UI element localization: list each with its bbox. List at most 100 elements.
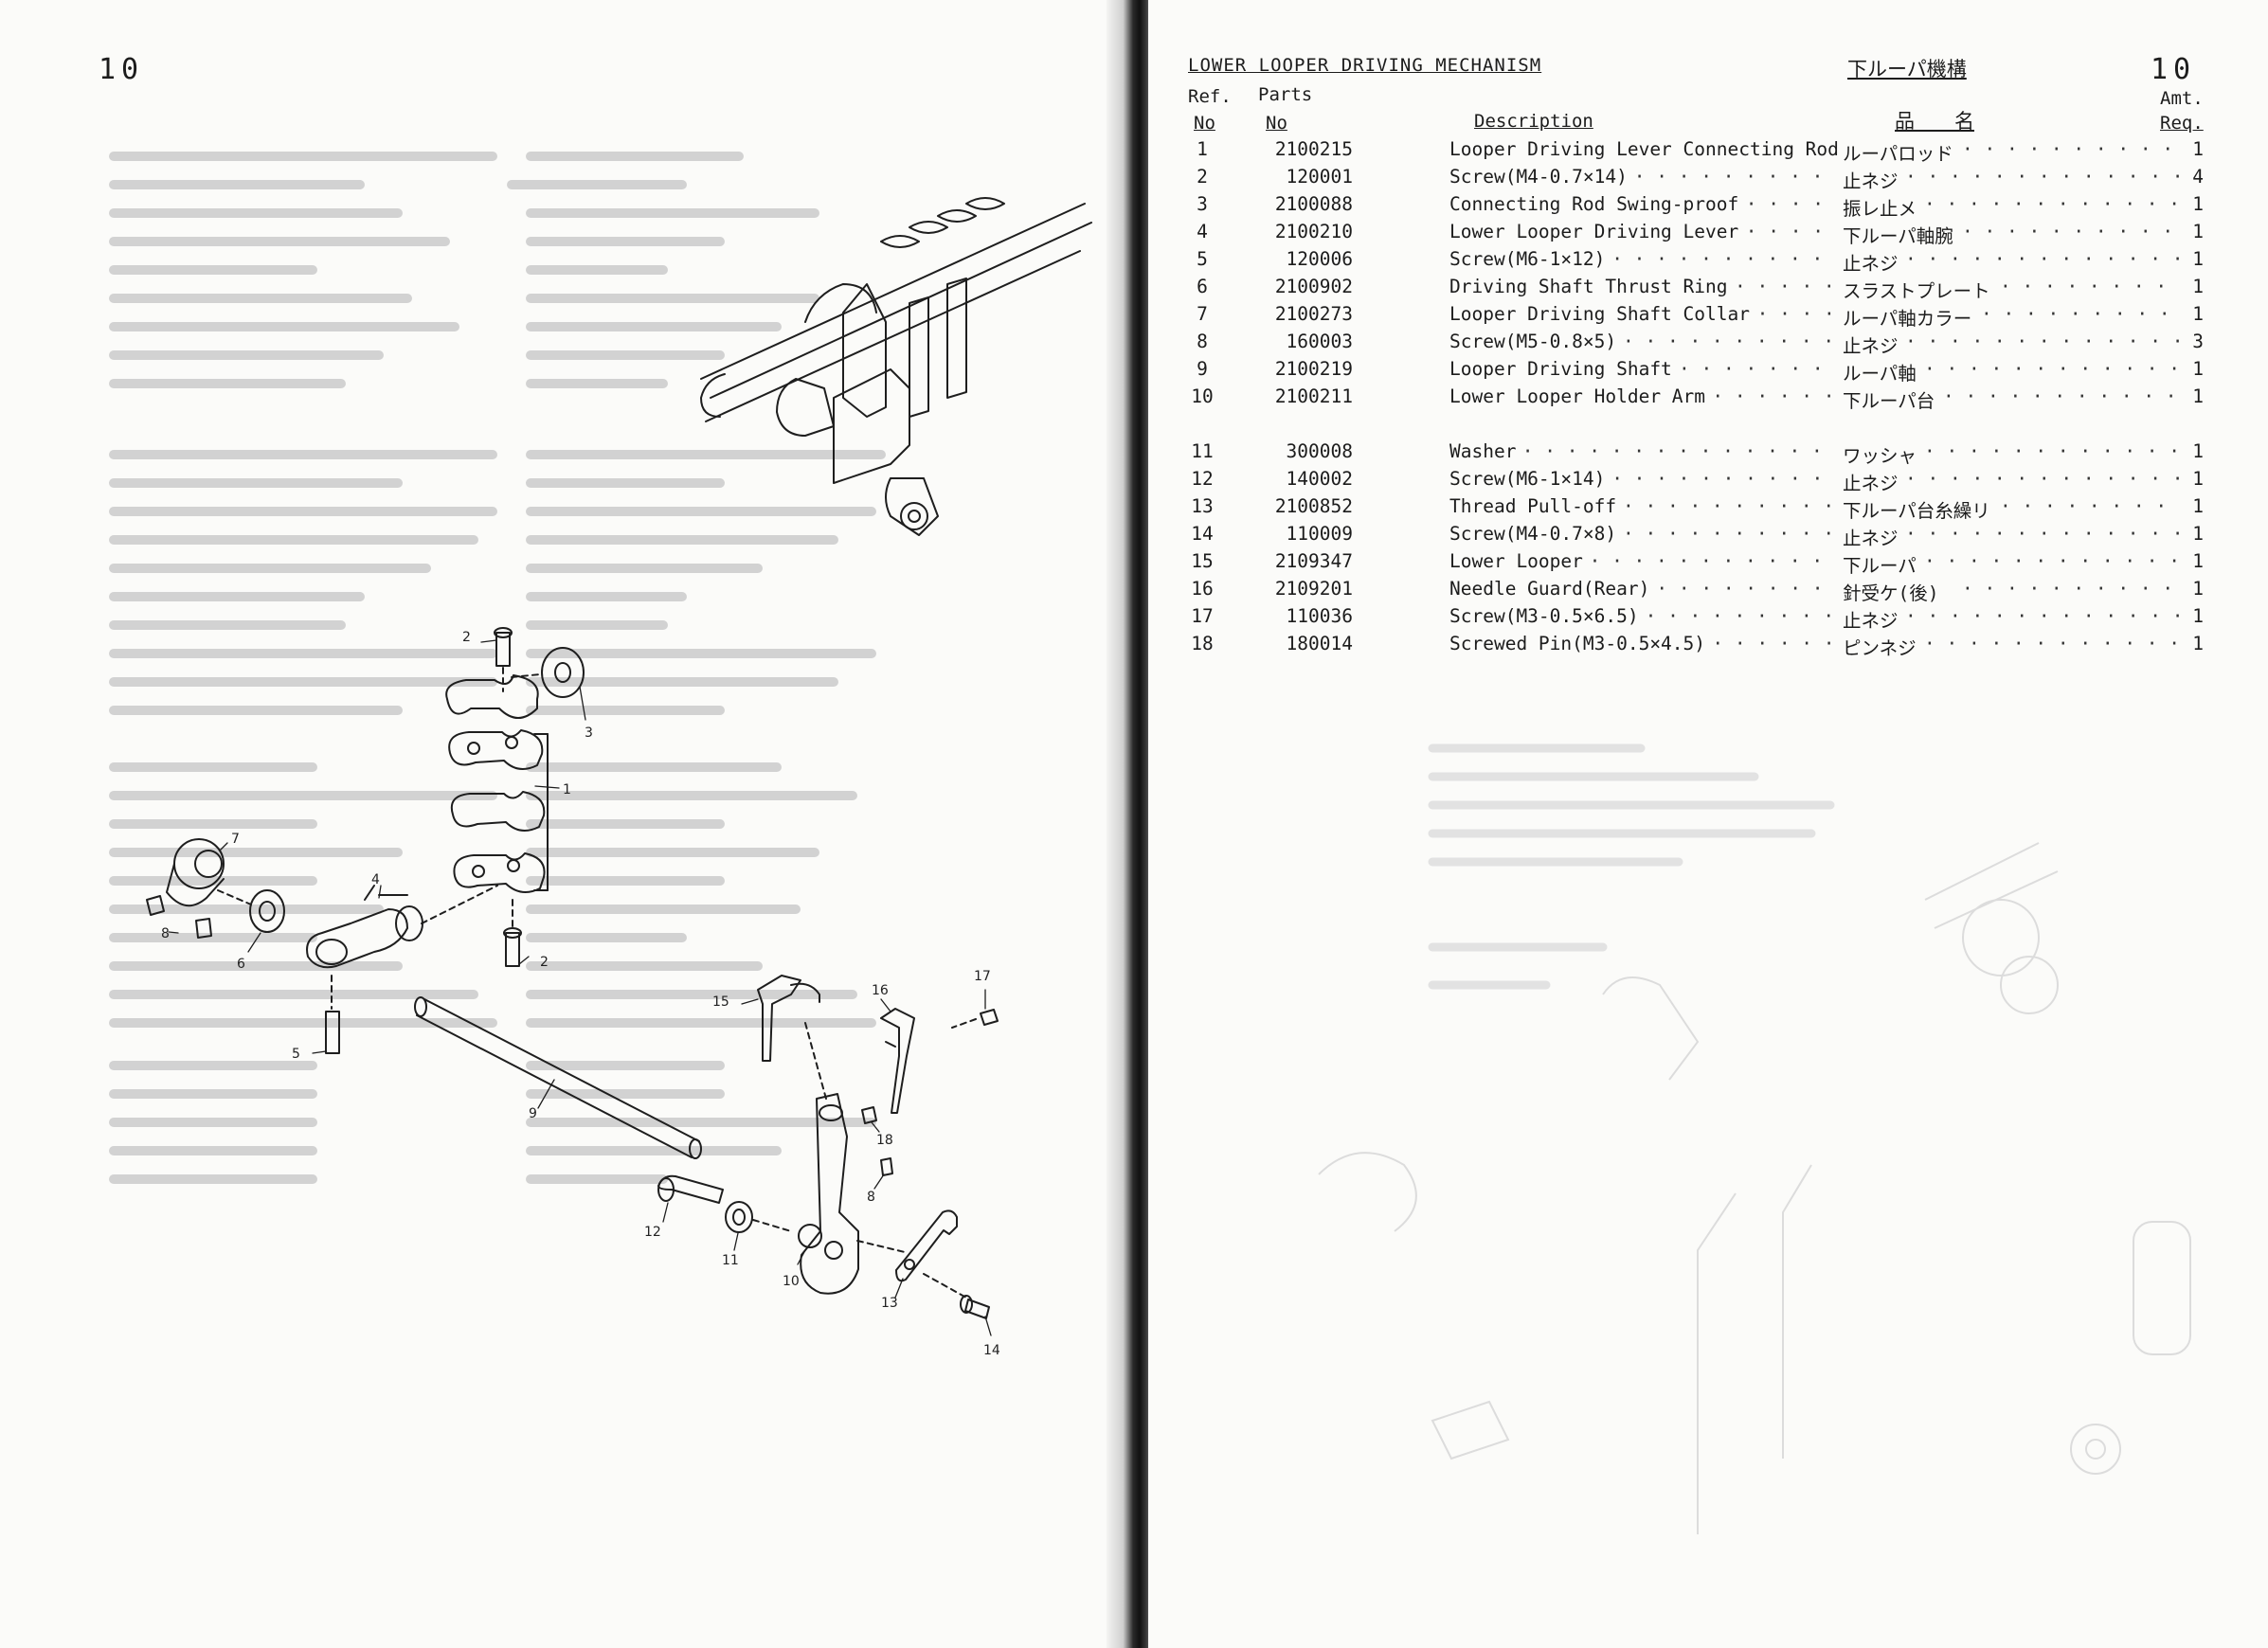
amount-required: 1 (2192, 303, 2204, 325)
part-name-jp: 止ネジ (1843, 170, 1899, 192)
amount-required: 1 (2192, 248, 2204, 270)
part-number: 2109347 (1274, 550, 1353, 572)
header-description: Description (1474, 111, 1593, 132)
leader-dots: · · · · · · · · · · · · · · · · · · (1924, 193, 2179, 215)
screw-and-washer (657, 1174, 792, 1233)
part-name-jp: ワッシャ (1843, 445, 1917, 467)
show-through-bleed (1318, 743, 2191, 1534)
part-number: 2100852 (1274, 495, 1353, 517)
leader-dots: · · · · · · · · · · · · · · · · · · · · … (1633, 166, 1837, 188)
leader-dots: · · · · · · · · · · · · · · · · · · (2000, 495, 2179, 517)
leader-dots: · · · · · · · · · · · · · · · · · · (1962, 578, 2174, 600)
header-amt-line2: Req. (2160, 113, 2204, 134)
leader-dots: · · · · · · · · · · · · · · · · · · · · … (1611, 468, 1837, 490)
part-name-jp: 止ネジ (1843, 335, 1899, 357)
callout-15: 15 (712, 994, 729, 1010)
leader-dots: · · · · · · · · · · · · · · · · · · · · … (1756, 303, 1835, 325)
leader-dots: · · · · · · · · · · · · · · · · · · · · … (1623, 331, 1835, 352)
driving-lever (306, 885, 498, 1054)
callout-7: 7 (231, 832, 240, 847)
callout-17: 17 (974, 969, 991, 984)
part-number: 120001 (1286, 166, 1353, 188)
ref-number: 5 (1197, 248, 1208, 270)
part-number: 2100902 (1274, 276, 1353, 297)
amount-required: 4 (2192, 166, 2204, 188)
part-number: 180014 (1286, 633, 1353, 654)
part-name-jp: 下ルーパ (1843, 555, 1917, 577)
leader-dots: · · · · · · · · · · · · · · · · · · · · … (1745, 193, 1837, 215)
leader-dots: · · · · · · · · · · · · · · · · · · (1905, 468, 2179, 490)
swing-proof-washer (511, 647, 585, 698)
ref-number: 13 (1191, 495, 1214, 517)
leader-dots: · · · · · · · · · · · · · · · · · · (1905, 523, 2179, 545)
leader-dots: · · · · · · · · · · · · · · · · · · · · … (1712, 633, 1835, 654)
ref-number: 10 (1191, 385, 1214, 407)
header-jp-name: 品 名 (1895, 110, 1974, 133)
part-name-jp: 止ネジ (1843, 253, 1899, 275)
amount-required: 3 (2192, 331, 2204, 352)
part-number: 2100211 (1274, 385, 1353, 407)
ref-number: 7 (1197, 303, 1208, 325)
part-description: Needle Guard(Rear) (1449, 578, 1650, 600)
callout-18: 18 (876, 1133, 893, 1148)
ref-number: 12 (1191, 468, 1214, 490)
part-description: Driving Shaft Thrust Ring (1449, 276, 1728, 297)
part-number: 2100210 (1274, 221, 1353, 242)
part-description: Lower Looper Holder Arm (1449, 385, 1706, 407)
part-number: 110009 (1286, 523, 1353, 545)
part-description: Screw(M6-1×12) (1449, 248, 1606, 270)
leader-dots: · · · · · · · · · · · · · · · · · · (1924, 440, 2179, 462)
part-number: 2109201 (1274, 578, 1353, 600)
right-page: 10 LOWER LOOPER DRIVING MECHANISM 下ルーパ機構… (1148, 0, 2268, 1648)
part-description: Screwed Pin(M3-0.5×4.5) (1449, 633, 1706, 654)
leader-dots: · · · · · · · · · · · · · · · · · · (1905, 605, 2179, 627)
leader-dots: · · · · · · · · · · · · · · · · · · · · … (1611, 248, 1837, 270)
ref-number: 3 (1197, 193, 1208, 215)
part-name-jp: 止ネジ (1843, 610, 1899, 632)
amount-required: 1 (2192, 495, 2204, 517)
header-parts-line1: Parts (1258, 84, 1313, 105)
left-page-number: 10 (99, 53, 145, 86)
part-description: Screw(M3-0.5×6.5) (1449, 605, 1639, 627)
ref-number: 14 (1191, 523, 1214, 545)
thread-pull-off (856, 1209, 990, 1319)
amount-required: 1 (2192, 276, 2204, 297)
part-description: Looper Driving Lever Connecting Rod (1449, 138, 1839, 160)
part-description: Screw(M5-0.8×5) (1449, 331, 1617, 352)
leader-dots: · · · · · · · · · · · · · · · · · · (1905, 331, 2179, 352)
part-description: Connecting Rod Swing-proof (1449, 193, 1739, 215)
leader-dots: · · · · · · · · · · · · · · · · · · · · … (1656, 578, 1837, 600)
ref-number: 4 (1197, 221, 1208, 242)
left-page: 10 (0, 0, 1129, 1648)
leader-dots: · · · · · · · · · · · · · · · · · · (2000, 276, 2179, 297)
leader-dots: · · · · · · · · · · · · · · · · · · (1905, 166, 2179, 188)
ref-number: 2 (1197, 166, 1208, 188)
leader-dots: · · · · · · · · · · · · · · · · · · (1962, 138, 2174, 160)
part-name-jp: 止ネジ (1843, 473, 1899, 494)
part-number: 2100088 (1274, 193, 1353, 215)
small-screws (861, 1009, 999, 1176)
callout-13: 13 (881, 1296, 898, 1311)
part-name-jp: ルーパロッド (1843, 143, 1953, 165)
part-number: 160003 (1286, 331, 1353, 352)
part-description: Screw(M6-1×14) (1449, 468, 1606, 490)
exploded-parts-diagram: 2 3 1 4 5 6 7 8 2 9 10 11 12 13 14 15 16… (146, 197, 1092, 1358)
part-number: 2100273 (1274, 303, 1353, 325)
header-parts-line2: No (1266, 113, 1287, 134)
amount-required: 1 (2192, 440, 2204, 462)
part-description: Screw(M4-0.7×8) (1449, 523, 1617, 545)
part-name-jp: 針受ケ(後) (1843, 582, 1939, 604)
leader-dots: · · · · · · · · · · · · · · · · · · (1924, 358, 2179, 380)
header-ref-line1: Ref. (1188, 86, 1232, 107)
